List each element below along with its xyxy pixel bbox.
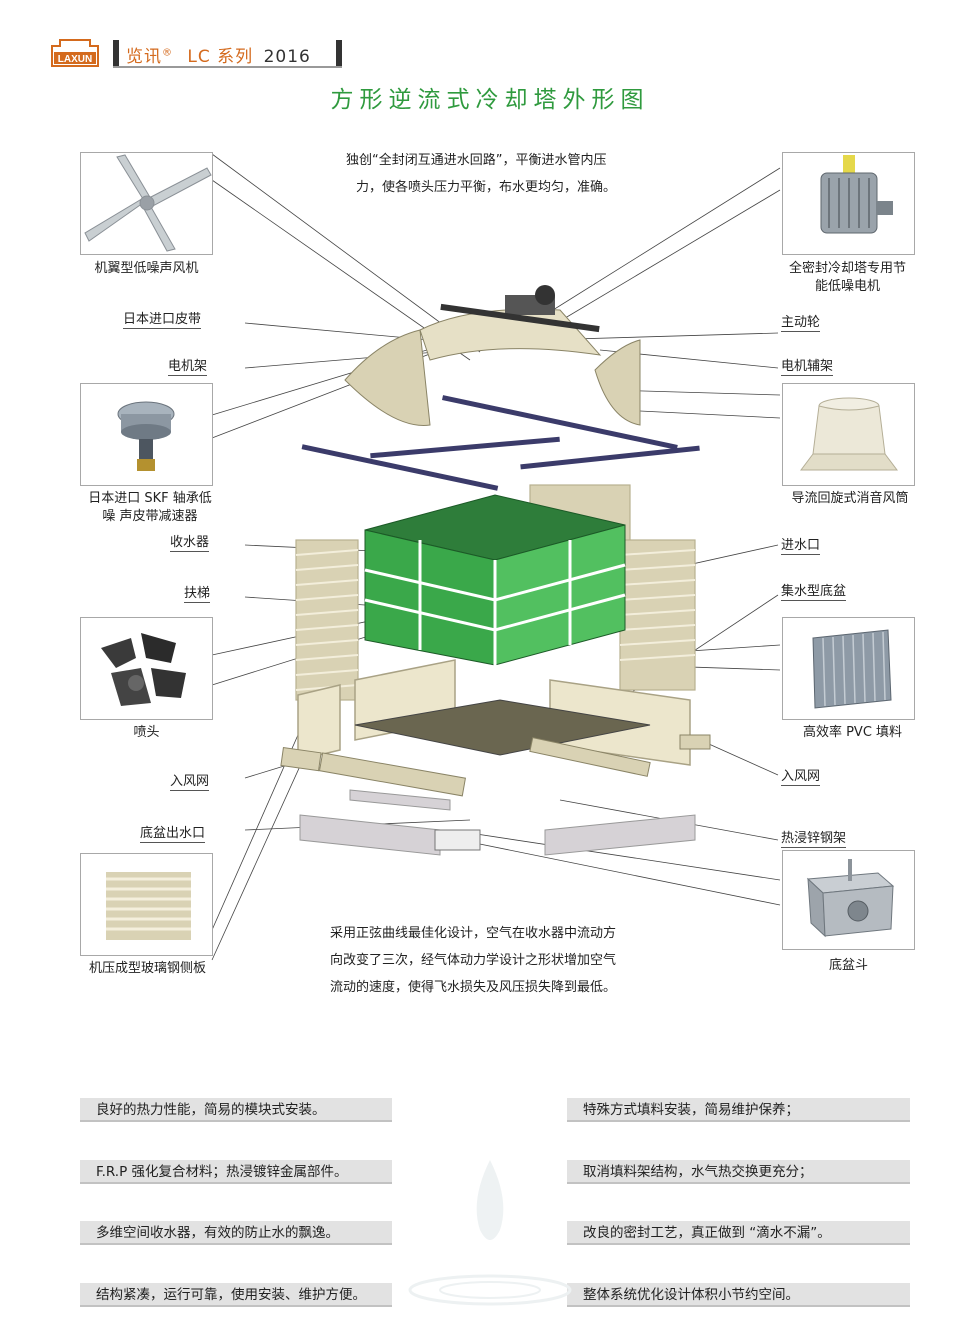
upper-frame bbox=[301, 395, 700, 491]
fan-stack-image-box bbox=[782, 383, 915, 486]
reducer-caption-line: 噪 声皮带减速器 bbox=[102, 509, 198, 524]
fan-caption: 机翼型低噪声风机 bbox=[94, 261, 199, 276]
reducer-caption-line: 日本进口 SKF 轴承低 bbox=[88, 491, 212, 506]
feature-item: 特殊方式填料安装，简易维护保养； bbox=[567, 1098, 910, 1122]
inlet-screen-left-label: 入风网 bbox=[170, 770, 210, 791]
outlet-label: 底盆出水口 bbox=[140, 822, 206, 843]
registered-mark: ® bbox=[162, 47, 173, 59]
year-label: 2016 bbox=[263, 47, 311, 67]
bottom-note-line: 向改变了三次，经气体动力学设计之形状增加空气 bbox=[330, 953, 617, 968]
fill-media bbox=[364, 494, 626, 680]
bottom-note: 采用正弦曲线最佳化设计，空气在收水器中流动方 向改变了三次，经气体动力学设计之形… bbox=[330, 920, 670, 1001]
brand-bar-right bbox=[336, 40, 342, 66]
pvc-fill-caption: 高效率 PVC 填料 bbox=[802, 725, 903, 740]
motor-image-box bbox=[782, 152, 915, 255]
motor-icon bbox=[820, 155, 893, 234]
belt-label: 日本进口皮带 bbox=[123, 308, 202, 329]
feature-item: 结构紧凑，运行可靠，使用安装、维护方便。 bbox=[80, 1283, 392, 1307]
feature-item: F.R.P 强化复合材料；热浸镀锌金属部件。 bbox=[80, 1160, 392, 1184]
basin-hopper-image-box bbox=[782, 850, 915, 950]
water-inlet-label: 进水口 bbox=[781, 534, 821, 555]
water-drop-decoration bbox=[408, 1160, 572, 1306]
fan-blade-icon bbox=[84, 154, 212, 252]
bottom-note-line: 流动的速度，使得飞水损失及风压损失降到最低。 bbox=[330, 980, 617, 995]
side-panel-icon bbox=[106, 872, 191, 940]
basin bbox=[280, 699, 711, 856]
reducer-image-box bbox=[80, 383, 213, 486]
laxun-logo: LAXUN bbox=[51, 39, 99, 67]
fan-stack-icon bbox=[800, 397, 898, 471]
eliminator-label: 收水器 bbox=[170, 531, 210, 552]
pvc-fill-image-box bbox=[782, 617, 915, 720]
series-label: LC 系列 bbox=[187, 47, 254, 67]
brand-bar-left bbox=[113, 40, 119, 66]
page-title: 方形逆流式冷却塔外形图 bbox=[330, 87, 650, 113]
feature-item: 良好的热力性能，简易的模块式安装。 bbox=[80, 1098, 392, 1122]
bottom-note-line: 采用正弦曲线最佳化设计，空气在收水器中流动方 bbox=[330, 926, 617, 941]
side-panels bbox=[295, 484, 696, 701]
side-panel-image-box bbox=[80, 853, 213, 956]
feature-item: 改良的密封工艺，真正做到 “滴水不漏”。 bbox=[567, 1221, 910, 1245]
inlet-screen-right-label: 入风网 bbox=[781, 765, 821, 786]
cooling-tower-diagram bbox=[211, 153, 781, 961]
ladder-label: 扶梯 bbox=[184, 582, 211, 603]
nozzle-image-box bbox=[80, 617, 213, 720]
brand-name: 览讯 bbox=[126, 47, 162, 67]
basin-hopper-icon bbox=[806, 859, 895, 938]
top-note-line: 独创“全封闭互通进水回路”，平衡进水管内压 bbox=[346, 153, 607, 168]
side-panel-caption: 机压成型玻璃钢侧板 bbox=[88, 961, 206, 976]
pulley-label: 主动轮 bbox=[781, 311, 821, 332]
reducer-caption: 日本进口 SKF 轴承低 噪 声皮带减速器 bbox=[60, 490, 240, 526]
nozzle-caption: 喷头 bbox=[133, 725, 160, 740]
steel-frame-label: 热浸锌钢架 bbox=[781, 827, 847, 848]
fan-image-box bbox=[80, 152, 213, 255]
top-note-line: 力，使各喷头压力平衡，布水更均匀，准确。 bbox=[356, 180, 617, 195]
top-note: 独创“全封闭互通进水回路”，平衡进水管内压 力，使各喷头压力平衡，布水更均匀，准… bbox=[346, 147, 676, 201]
basin-hopper-caption: 底盆斗 bbox=[828, 958, 868, 973]
basin-label: 集水型底盆 bbox=[781, 580, 847, 601]
feature-item: 多维空间收水器，有效的防止水的飘逸。 bbox=[80, 1221, 392, 1245]
nozzle-icon bbox=[101, 633, 186, 706]
motor-caption-line: 全密封冷却塔专用节 bbox=[788, 261, 906, 276]
aux-frame-label: 电机辅架 bbox=[781, 355, 834, 376]
feature-item: 整体系统优化设计体积小节约空间。 bbox=[567, 1283, 910, 1307]
fan-stack-caption: 导流回旋式消音风筒 bbox=[791, 491, 909, 506]
inlet-screens bbox=[297, 659, 691, 766]
fan-stack bbox=[344, 285, 641, 426]
reducer-icon bbox=[117, 401, 175, 471]
feature-item: 取消填料架结构，水气热交换更充分； bbox=[567, 1160, 910, 1184]
motor-caption: 全密封冷却塔专用节 能低噪电机 bbox=[770, 260, 925, 296]
svg-text:LAXUN: LAXUN bbox=[58, 54, 92, 65]
motor-frame-label: 电机架 bbox=[168, 355, 208, 376]
pvc-fill-icon bbox=[812, 629, 892, 709]
brand-series: 览讯® LC 系列 2016 bbox=[126, 42, 311, 67]
motor-caption-line: 能低噪电机 bbox=[814, 279, 880, 294]
brand-underline bbox=[113, 66, 342, 68]
